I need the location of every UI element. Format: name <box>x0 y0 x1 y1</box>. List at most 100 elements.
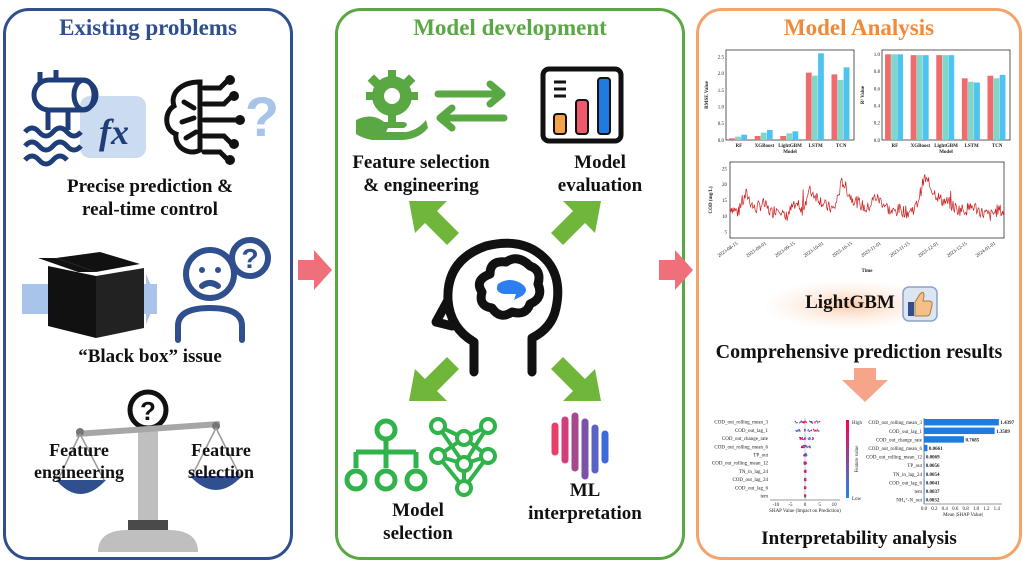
svg-text:?: ? <box>241 243 258 274</box>
cod-frame <box>729 161 1005 239</box>
imp-value-label: 0.0056 <box>926 464 940 469</box>
green-arrows <box>409 201 601 401</box>
ml-bars-icon <box>551 412 609 480</box>
shap-point <box>799 436 802 439</box>
shap-point <box>814 430 816 432</box>
rmse-bar <box>766 130 773 140</box>
shap-point <box>804 445 806 447</box>
rmse-bar <box>754 136 761 140</box>
cod-ytick: 5 <box>725 231 728 236</box>
imp-bar <box>924 427 995 435</box>
shap-xtick: -5 <box>788 503 793 508</box>
imp-value-label: 0.0069 <box>926 456 940 461</box>
cod-xtick: 2023-12-01 <box>918 241 940 259</box>
r2-bar <box>922 55 929 141</box>
imp-feature-label: COD_out_rolling_mean_6 <box>868 447 922 452</box>
shap-feature-label: COD_out_lag_6 <box>735 486 769 491</box>
r2-bar <box>897 54 904 140</box>
cod-xtick: 2023-10-15 <box>832 241 854 259</box>
shap-point <box>803 421 805 423</box>
imp-xtick: 1.4 <box>994 507 1001 512</box>
step-model-evaluation: Model evaluation <box>557 152 643 196</box>
brain-circuit-question-icon: ? <box>164 75 279 165</box>
shap-point <box>804 479 807 482</box>
cod-ytick: 15 <box>722 199 728 204</box>
shap-point <box>801 446 804 448</box>
rmse-ytick: 0.5 <box>718 122 725 127</box>
shap-point <box>812 437 814 439</box>
r2-xtick: LightGBM <box>934 144 958 149</box>
shap-feature-label: COD_out_rolling_mean_3 <box>714 421 768 426</box>
shap-xlabel: SHAP Value (Impact on Prediction) <box>769 509 841 514</box>
comprehensive-results-label: Comprehensive prediction results <box>715 341 1003 363</box>
shap-point <box>805 453 808 455</box>
shap-summary-plot: COD_out_rolling_mean_3COD_out_lag_1COD_o… <box>712 418 863 514</box>
shap-xtick: 5 <box>818 503 821 508</box>
panel-title-model-analysis: Model Analysis <box>783 15 935 40</box>
svg-text:?: ? <box>245 85 279 148</box>
shap-point <box>818 420 821 423</box>
shap-point <box>817 422 819 424</box>
cod-ytick: 10 <box>722 215 728 220</box>
shap-point <box>795 422 797 424</box>
imp-value-label: 0.0032 <box>926 499 940 504</box>
imp-value-label: 0.7685 <box>965 438 979 443</box>
imp-feature-label: COD_out_change_rate <box>876 438 923 443</box>
shap-point <box>816 429 819 431</box>
imp-feature-label: NH₄⁺-N_out <box>896 498 922 504</box>
rmse-xtick: TCN <box>836 144 847 149</box>
rmse-bar <box>780 136 787 140</box>
shap-point <box>804 430 806 432</box>
shap-point <box>799 438 801 441</box>
cod-xtick: 2024-01-01 <box>975 241 997 259</box>
shap-point <box>807 430 809 432</box>
svg-text:?: ? <box>140 396 156 426</box>
shap-feature-label: tem <box>761 495 769 500</box>
imp-feature-label: tem <box>915 490 923 495</box>
shap-point <box>803 446 805 449</box>
cod-ylabel: COD (mg/L) <box>709 186 714 213</box>
shap-point <box>816 430 818 432</box>
imp-xtick: 0.6 <box>952 507 959 512</box>
shap-point <box>794 420 797 423</box>
confused-person-icon: ? <box>175 237 271 343</box>
r2-ytick: 0.0 <box>874 139 881 144</box>
shap-xtick: -10 <box>772 503 779 508</box>
shap-point <box>808 446 811 448</box>
interpretability-label: Interpretability analysis <box>761 528 957 549</box>
imp-bar <box>924 444 928 452</box>
rmse-bar <box>786 133 793 140</box>
down-arrow <box>842 368 888 402</box>
cod-xtick: 2023-11-01 <box>861 241 883 259</box>
water-model-fx-icon: fx <box>23 70 146 167</box>
r2-bar <box>993 78 1000 140</box>
shap-xtick: 10 <box>832 503 838 508</box>
shap-point <box>814 420 816 423</box>
shap-point <box>804 477 806 480</box>
rmse-ytick: 2.5 <box>718 55 725 60</box>
shap-point <box>804 495 807 497</box>
hierarchy-icon <box>344 418 428 492</box>
rmse-bar <box>729 138 735 140</box>
cod-xlabel: Time <box>861 269 873 274</box>
cod-xtick: 2023-09-01 <box>746 241 768 259</box>
imp-feature-label: COD_out_rolling_mean_3 <box>868 421 922 426</box>
shap-colorbar-high: High <box>852 421 863 426</box>
imp-value-label: 0.0661 <box>929 447 943 452</box>
r2-bar <box>885 54 891 140</box>
gear-hand-icon <box>356 70 428 140</box>
neural-network-icon <box>429 417 497 497</box>
shap-point <box>805 463 807 465</box>
imp-value-label: 1.3589 <box>996 430 1010 435</box>
lightgbm-badge-bg <box>765 281 935 329</box>
r2-xtick: RF <box>891 144 898 149</box>
imp-xtick: 1.0 <box>973 507 980 512</box>
shap-point <box>814 422 816 424</box>
imp-bar <box>924 479 925 486</box>
r2-bar <box>948 55 955 141</box>
shap-point <box>811 422 814 424</box>
shap-feature-label: TN_in_lag_24 <box>739 470 769 475</box>
rmse-bar <box>843 67 850 140</box>
shap-point <box>801 436 804 439</box>
